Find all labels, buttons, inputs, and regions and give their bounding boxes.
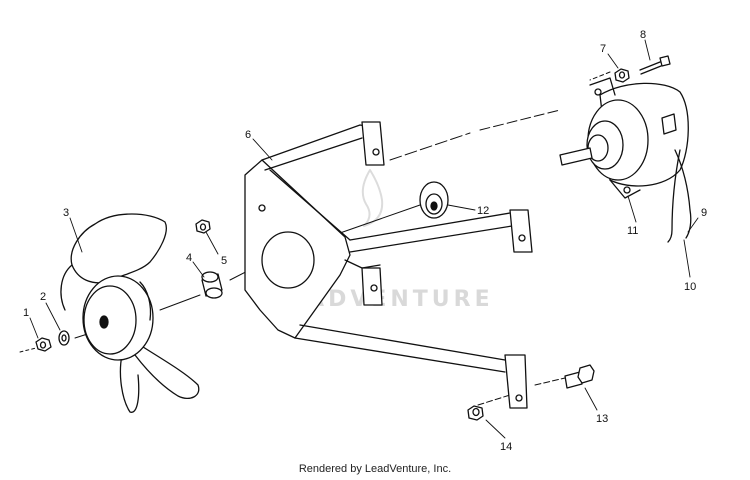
callout-9: 9 [701, 207, 707, 219]
callout-numbers: 1 2 3 4 5 6 7 8 9 10 11 12 13 14 [23, 29, 707, 453]
callout-3: 3 [63, 207, 69, 219]
callout-5: 5 [221, 255, 227, 267]
motor-nut [614, 68, 630, 83]
callout-6: 6 [245, 129, 251, 141]
grommet [419, 181, 449, 219]
spacer [201, 271, 223, 299]
motor-screw [639, 55, 671, 75]
callout-2: 2 [40, 291, 46, 303]
bracket-nut [467, 405, 484, 421]
mount-nut [195, 219, 211, 234]
callout-14: 14 [500, 441, 512, 453]
callout-12: 12 [477, 205, 489, 217]
washer [58, 330, 70, 346]
fan-motor [559, 77, 692, 243]
mounting-bracket [244, 121, 533, 409]
exploded-parts-diagram: LEADVENTURE [19, 29, 707, 453]
callout-13: 13 [596, 413, 608, 425]
callout-10: 10 [684, 281, 696, 293]
leader-lines [29, 39, 699, 439]
callout-4: 4 [186, 252, 192, 264]
bracket-bolt [564, 364, 595, 389]
fan-nut [35, 337, 52, 352]
callout-11: 11 [627, 225, 638, 237]
callout-1: 1 [23, 307, 29, 319]
fan-blade [60, 213, 200, 413]
footer-credit: Rendered by LeadVenture, Inc. [298, 463, 452, 475]
callout-8: 8 [640, 29, 646, 41]
callout-7: 7 [600, 43, 606, 55]
